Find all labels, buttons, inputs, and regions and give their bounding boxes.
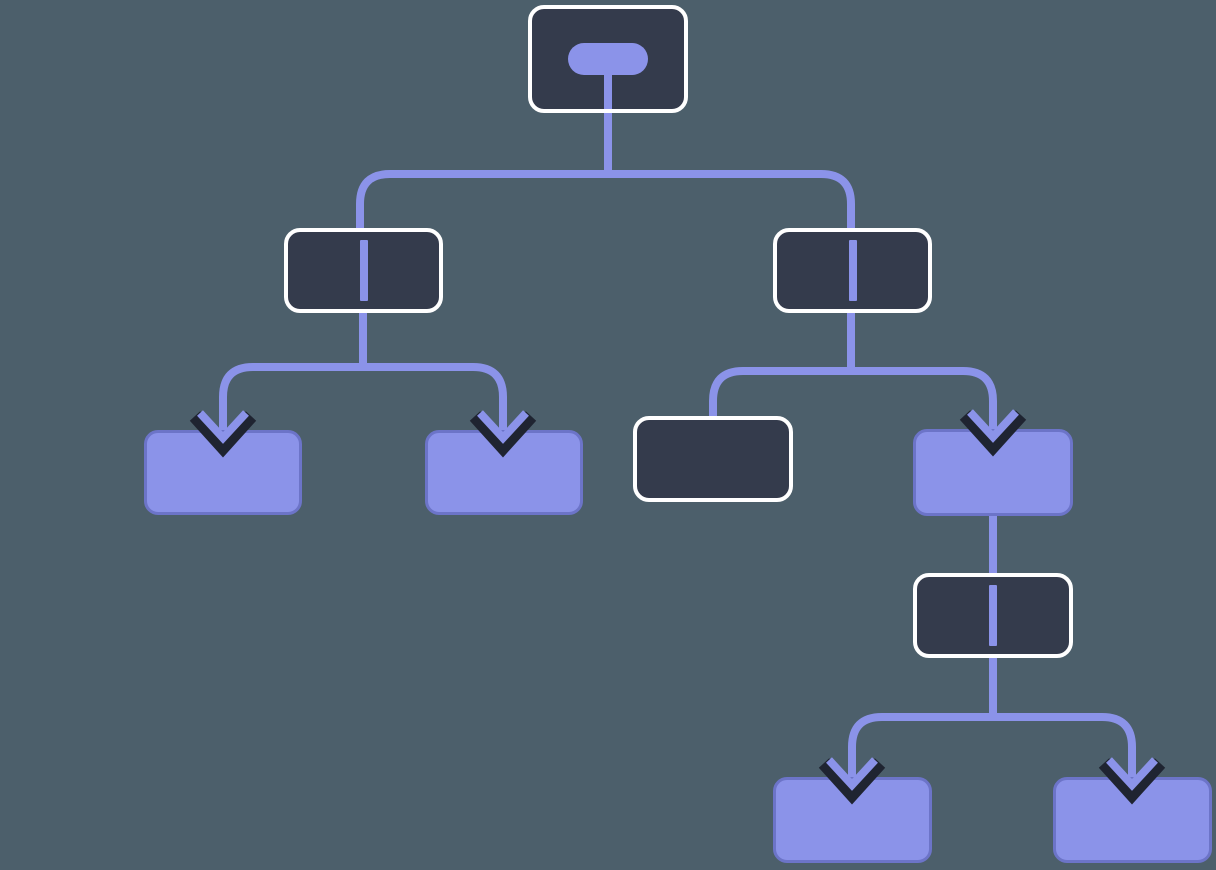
- node-junction-left: [284, 228, 443, 313]
- pass-through-line-icon: [359, 240, 368, 301]
- node-leaf-purple-2: [425, 430, 583, 515]
- node-leaf-dark: [633, 416, 793, 502]
- pass-through-line-icon: [848, 240, 857, 301]
- pass-through-line-icon: [989, 585, 997, 646]
- node-leaf-purple-3: [773, 777, 932, 863]
- root-glyph-stem: [604, 71, 612, 109]
- node-junction-right: [773, 228, 932, 313]
- node-leaf-purple-1: [144, 430, 302, 515]
- root-pill-icon: [568, 43, 648, 75]
- node-root: [528, 5, 688, 113]
- node-junction-low: [913, 573, 1073, 658]
- node-leaf-purple-4: [1053, 777, 1212, 863]
- node-node-purple-mid: [913, 429, 1073, 516]
